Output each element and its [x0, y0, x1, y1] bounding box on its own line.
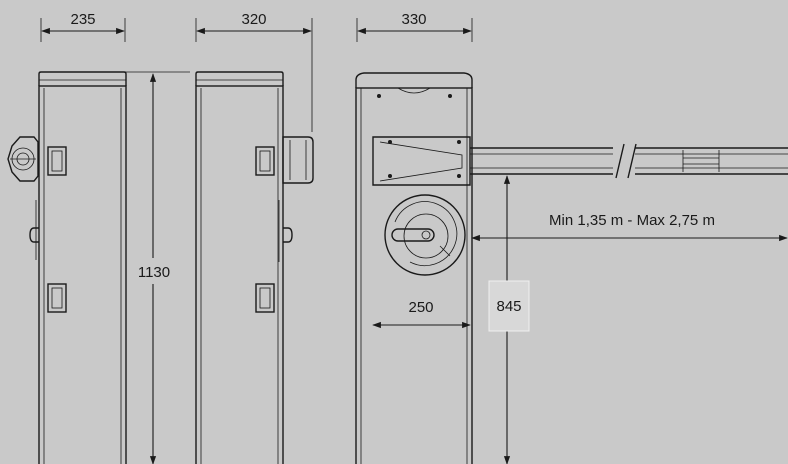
column-cap: [38, 71, 127, 86]
boom-bracket: [372, 136, 471, 186]
column-body: [195, 85, 284, 464]
column-cap: [355, 72, 473, 88]
column-body: [38, 85, 127, 464]
dimension-label-boom: Min 1,35 m - Max 2,75 m: [549, 212, 715, 229]
dimension-label-235: 235: [70, 11, 95, 28]
side-view: 235: [7, 11, 127, 464]
mount-pad: [47, 283, 67, 313]
dimension-label-330: 330: [401, 11, 426, 28]
rear-clamp: [282, 136, 314, 184]
height-dimension: 1130: [125, 71, 190, 464]
highlight-box: [488, 280, 530, 332]
dimension-label-320: 320: [241, 11, 266, 28]
dimension-label-845: 845: [496, 298, 521, 315]
mount-pad: [255, 146, 275, 176]
mount-pad: [47, 146, 67, 176]
dimension-label-1130: 1130: [138, 264, 170, 281]
column-body: [355, 87, 473, 464]
boom-length-dimension: Min 1,35 m - Max 2,75 m: [471, 212, 788, 242]
boom-arm: [470, 142, 788, 180]
rear-view: 320: [195, 11, 314, 464]
front-view: 330 250: [355, 11, 473, 464]
column-cap: [195, 71, 284, 86]
release-lock-icon: [384, 194, 466, 276]
mount-pad: [255, 283, 275, 313]
hinge-clamp: [7, 136, 39, 182]
dimension-label-250: 250: [408, 299, 433, 316]
pivot-height-dimension: 845: [488, 175, 530, 464]
